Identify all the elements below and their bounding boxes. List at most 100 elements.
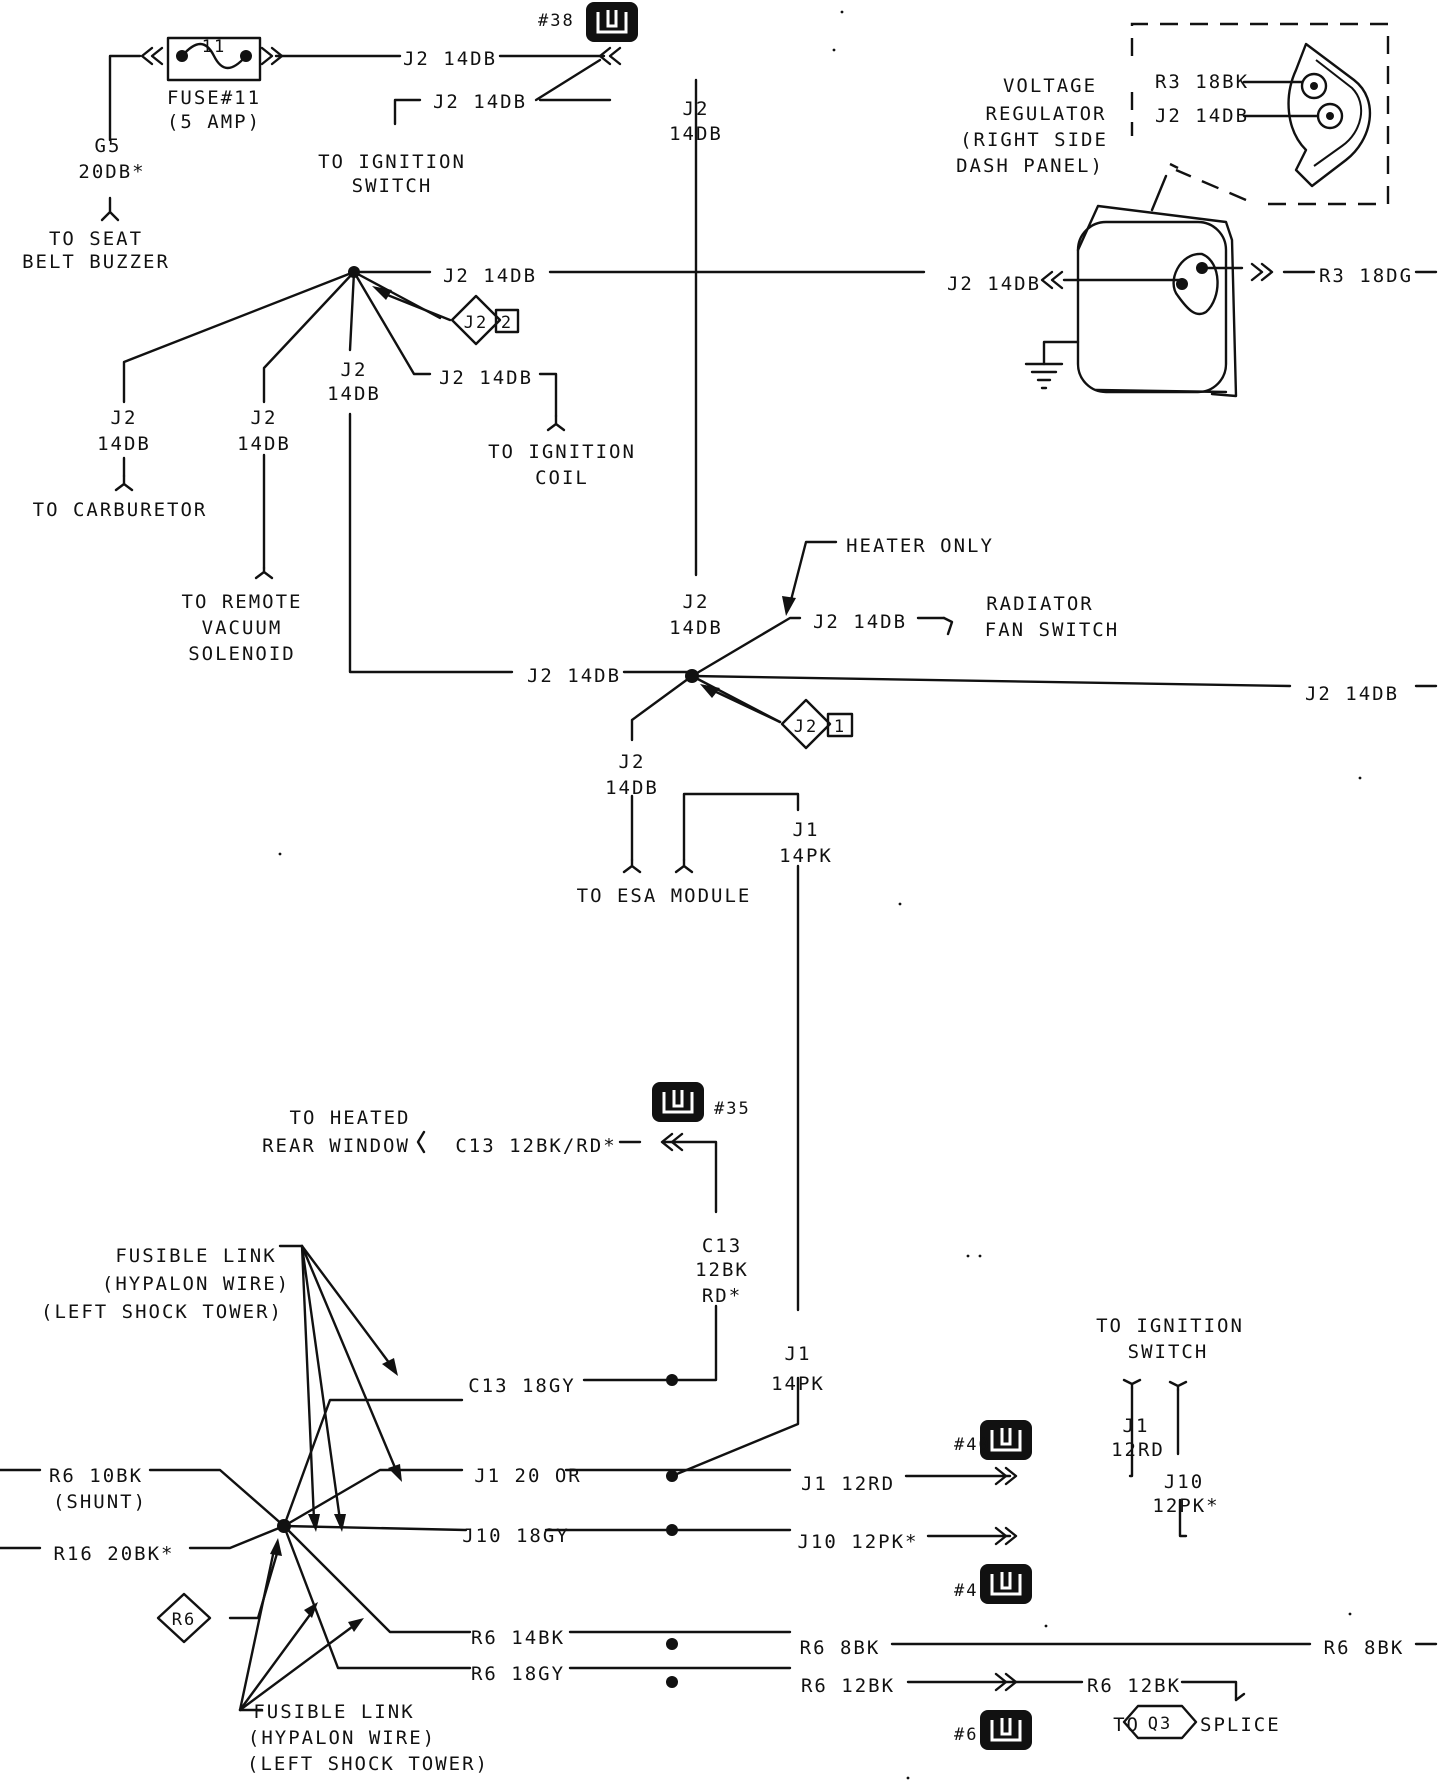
label-j2-lower-left: J2 14DB — [527, 665, 621, 687]
splice-dots — [277, 266, 699, 1688]
label-c13-v2: 12BK — [695, 1259, 749, 1281]
label-j2-mid-a: J2 — [341, 359, 368, 381]
label-heater-only: HEATER ONLY — [846, 535, 994, 557]
book-icon — [980, 1564, 1032, 1604]
label-volt-reg-1: VOLTAGE — [1003, 75, 1097, 97]
label-vac-1: TO REMOTE — [182, 591, 303, 613]
label-vac-3: SOLENOID — [188, 643, 296, 665]
label-c13-horiz: C13 12BK/RD* — [455, 1135, 616, 1157]
label-j2-coil: J2 14DB — [439, 367, 533, 389]
label-r3-vr-out: R3 18DG — [1319, 265, 1413, 287]
book-icon — [980, 1420, 1032, 1460]
leader-arrows — [238, 286, 838, 1712]
label-splice-j2-1-num: 1 — [834, 717, 846, 737]
label-ign-sw2-1: TO IGNITION — [1096, 1315, 1244, 1337]
label-j2-carb-b: 14DB — [97, 433, 151, 455]
label-j2-ign-switch: J2 14DB — [433, 91, 527, 113]
label-shunt: (SHUNT) — [53, 1491, 147, 1513]
label-j1-lower-a: J1 — [785, 1343, 812, 1365]
label-j1-lower-b: 14PK — [771, 1373, 825, 1395]
label-ref35: #35 — [714, 1099, 751, 1119]
double-chevron-connector — [140, 46, 164, 66]
double-chevron-connector — [660, 1132, 684, 1152]
label-fl-top-2: (HYPALON WIRE) — [102, 1273, 290, 1295]
label-fl-bot-1: FUSIBLE LINK — [253, 1701, 414, 1723]
label-fl-bot-3: (LEFT SHOCK TOWER) — [247, 1753, 489, 1775]
label-fl-top-3: (LEFT SHOCK TOWER) — [41, 1301, 283, 1323]
label-fan-1: RADIATOR — [986, 593, 1094, 615]
label-j1-20or: J1 20 OR — [474, 1465, 582, 1487]
label-to-prefix: TO — [1113, 1714, 1140, 1736]
label-j1-12rd-v-a: J1 — [1123, 1415, 1150, 1437]
label-r6-8bk-2: R6 8BK — [1324, 1637, 1405, 1659]
double-chevron-connector — [1040, 270, 1064, 290]
label-c13-v1: C13 — [702, 1235, 742, 1257]
label-j2-vac-b: 14DB — [237, 433, 291, 455]
wires — [0, 54, 1438, 1702]
label-g5-code: G5 — [95, 135, 122, 157]
voltage-regulator — [1024, 22, 1438, 398]
label-fan-2: FAN SWITCH — [985, 619, 1119, 641]
label-ref38: #38 — [538, 11, 575, 31]
label-coil-1: TO IGNITION — [488, 441, 636, 463]
label-r6-marker: R6 — [172, 1610, 196, 1630]
label-c13-18gy: C13 18GY — [468, 1375, 576, 1397]
label-j2-carb-a: J2 — [111, 407, 138, 429]
label-j10-18gy: J10 18GY — [462, 1525, 570, 1547]
label-volt-reg-3: (RIGHT SIDE — [960, 129, 1108, 151]
label-g5-wire: 20DB* — [78, 161, 145, 183]
book-icon — [652, 1082, 704, 1122]
label-j1-12rd: J1 12RD — [801, 1473, 895, 1495]
label-j1-upper-a: J1 — [793, 819, 820, 841]
label-j10-12pk: J10 12PK* — [798, 1531, 919, 1553]
label-vr-r3: R3 18BK — [1155, 71, 1249, 93]
label-r6-12bk-1: R6 12BK — [801, 1675, 895, 1697]
label-r6-10bk: R6 10BK — [49, 1465, 143, 1487]
label-fl-bot-2: (HYPALON WIRE) — [248, 1727, 436, 1749]
label-j2-vert-2a: J2 — [683, 591, 710, 613]
label-j1-upper-b: 14PK — [779, 845, 833, 867]
label-vac-2: VACUUM — [202, 617, 283, 639]
label-j2-vert-2b: 14DB — [669, 617, 723, 639]
connectors — [140, 46, 1274, 1692]
label-r6-12bk-2: R6 12BK — [1087, 1675, 1181, 1697]
label-r6-18gy: R6 18GY — [471, 1663, 565, 1685]
terminations — [100, 196, 1246, 1702]
label-ref4: #4 — [954, 1581, 978, 1601]
double-chevron-connector — [1250, 262, 1274, 282]
label-ref6: #6 — [954, 1725, 978, 1745]
label-seat-belt-1: TO SEAT — [49, 228, 143, 250]
label-fuse-name: FUSE#11 — [167, 87, 261, 109]
label-ref40: #40 — [954, 1435, 991, 1455]
label-r16-20bk: R16 20BK* — [54, 1543, 175, 1565]
label-volt-reg-4: DASH PANEL) — [956, 155, 1104, 177]
double-chevron-connector — [994, 1672, 1018, 1692]
label-ign-switch-2: SWITCH — [352, 175, 433, 197]
label-j2-lower-right: J2 14DB — [1305, 683, 1399, 705]
label-j2-fuse-out: J2 14DB — [403, 48, 497, 70]
label-fuse-rating: (5 AMP) — [167, 111, 261, 133]
label-j2-upper-bus: J2 14DB — [443, 265, 537, 287]
label-heated-2: REAR WINDOW — [262, 1135, 410, 1157]
book-icon — [586, 2, 638, 42]
label-j2-vert-1b: 14DB — [669, 123, 723, 145]
label-j1-12rd-v-b: 12RD — [1111, 1439, 1165, 1461]
splice-marker-q3 — [1122, 1704, 1198, 1740]
splice-marker-j2-1 — [780, 698, 854, 750]
label-j2-fan: J2 14DB — [813, 611, 907, 633]
label-j2-vert-1a: J2 — [683, 98, 710, 120]
double-chevron-connector — [994, 1526, 1018, 1546]
label-splice: SPLICE — [1200, 1714, 1281, 1736]
double-chevron-connector — [260, 46, 284, 66]
label-splice-j2-1-code: J2 — [794, 717, 818, 737]
label-j2-esa-a: J2 — [619, 751, 646, 773]
label-fuse-number: 11 — [202, 37, 226, 57]
splice-marker-j2-2 — [450, 294, 520, 346]
label-j2-vac-a: J2 — [251, 407, 278, 429]
ground-icon — [1024, 340, 1080, 390]
double-chevron-connector — [598, 46, 622, 66]
splice-marker-r6 — [156, 1592, 212, 1644]
label-carb: TO CARBURETOR — [33, 499, 208, 521]
